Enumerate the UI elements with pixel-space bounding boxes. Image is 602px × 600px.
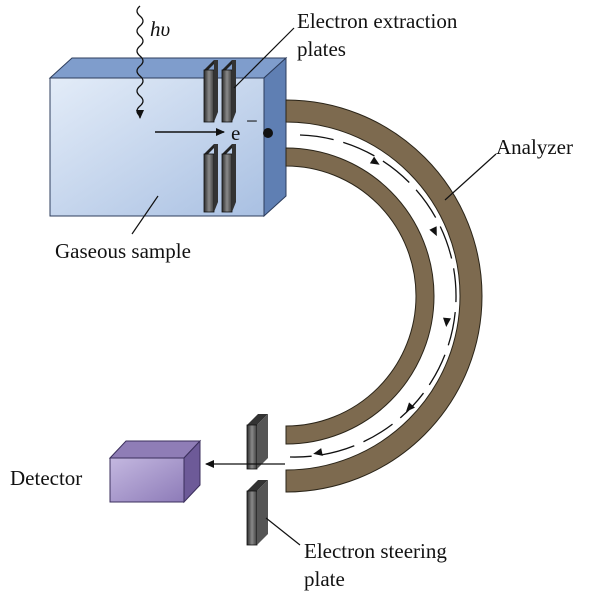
analyzer-inner-arc — [285, 147, 435, 445]
photon-wave-arrow — [136, 5, 144, 119]
gaseous-sample-box — [48, 56, 288, 218]
steering-plate-label-line2: plate — [304, 567, 345, 591]
analyzer — [285, 99, 483, 493]
extraction-plates-upper — [203, 60, 236, 123]
extraction-leader-line — [233, 27, 295, 89]
extraction-plates-lower — [203, 144, 236, 213]
electron-trajectory — [289, 134, 457, 458]
extraction-plates-label-line1: Electron extraction — [297, 9, 458, 33]
steering-plate-label-line1: Electron steering — [304, 539, 447, 563]
electron-charge: − — [246, 109, 258, 133]
sample-box-top — [48, 57, 288, 79]
analyzer-label: Analyzer — [496, 135, 573, 159]
entrance-dot — [263, 128, 273, 138]
trajectory-arrowheads — [313, 156, 451, 456]
sample-leader-line — [131, 195, 159, 235]
extraction-plates-label-line2: plates — [297, 37, 346, 61]
analyzer-leader-line — [444, 153, 497, 201]
detector-front — [109, 457, 185, 503]
steering-leader-line — [265, 517, 301, 546]
detector-label: Detector — [10, 466, 82, 490]
steering-plate-upper — [246, 414, 268, 470]
electron-symbol: e — [231, 121, 240, 145]
photon-label: hυ — [150, 17, 170, 41]
detector-box — [108, 439, 202, 504]
gaseous-sample-label: Gaseous sample — [55, 239, 191, 263]
steering-plate-lower — [246, 480, 268, 546]
